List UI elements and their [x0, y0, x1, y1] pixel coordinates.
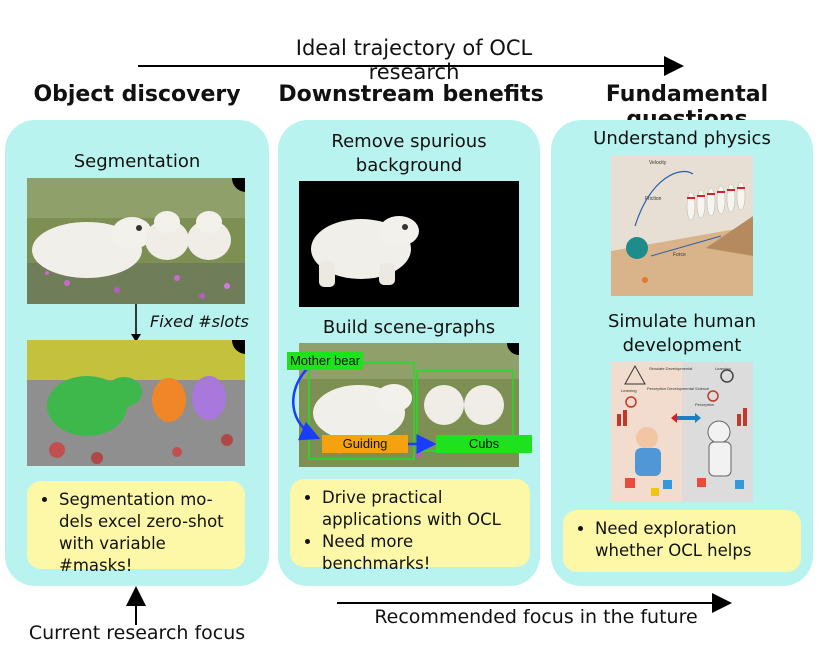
downstream-note-item: Need more benchmarks!: [322, 531, 520, 575]
recommended-focus-label: Recommended focus in the future: [374, 606, 698, 628]
scene-graph-edges: [292, 367, 437, 454]
discovery-title: Object discovery: [33, 82, 241, 107]
cubs-node: Cubs: [436, 435, 532, 453]
downstream-title: Downstream benefits: [278, 82, 544, 107]
simulate-label: Simulate Developmental: [649, 366, 692, 371]
force-label: Force: [673, 252, 686, 258]
trajectory-label: Ideal trajectory of OCL research: [295, 36, 533, 84]
fixed-slots-label: Fixed #slots: [150, 312, 249, 331]
current-focus-label: Current research focus: [28, 622, 246, 644]
guiding-node: Guiding: [322, 435, 408, 453]
discovery-note-item: Segmentation mo-dels excel zero-shot wit…: [59, 489, 235, 577]
segmentation-subtitle: Segmentation: [73, 151, 201, 172]
fixed-slots-arrow: [131, 304, 141, 342]
human-dev-subtitle: Simulate human development: [607, 311, 757, 356]
friction-label: Friction: [645, 196, 662, 202]
physics-illustration: Velocity Friction Force: [611, 156, 753, 296]
discovery-note: Segmentation mo-dels excel zero-shot wit…: [27, 481, 245, 575]
learning-label: Learning: [621, 388, 637, 393]
polar-bears-photo: [27, 178, 245, 304]
mother-bear-node: Mother bear: [287, 352, 363, 370]
segmentation-mask: [27, 340, 245, 466]
scene-graph-subtitle: Build scene-graphs: [322, 317, 496, 338]
fundamental-note: Need exploration whether OCL helps: [563, 510, 801, 572]
downstream-note-item: Drive practical applications with OCL: [322, 487, 520, 531]
velocity-label: Velocity: [649, 160, 667, 166]
remove-background-subtitle: Remove spurious background: [331, 131, 487, 176]
human-dev-illustration: Simulate Developmental Learning Percepti…: [611, 362, 753, 502]
downstream-note: Drive practical applications with OCL Ne…: [290, 479, 530, 573]
background-removed-photo: [299, 181, 519, 307]
perception-label: Perception: [695, 402, 714, 407]
science-label: Perception Developmental Science: [647, 386, 710, 391]
learning2-label: Learning: [715, 366, 731, 371]
fundamental-note-item: Need exploration whether OCL helps: [595, 518, 791, 562]
physics-subtitle: Understand physics: [593, 128, 771, 149]
